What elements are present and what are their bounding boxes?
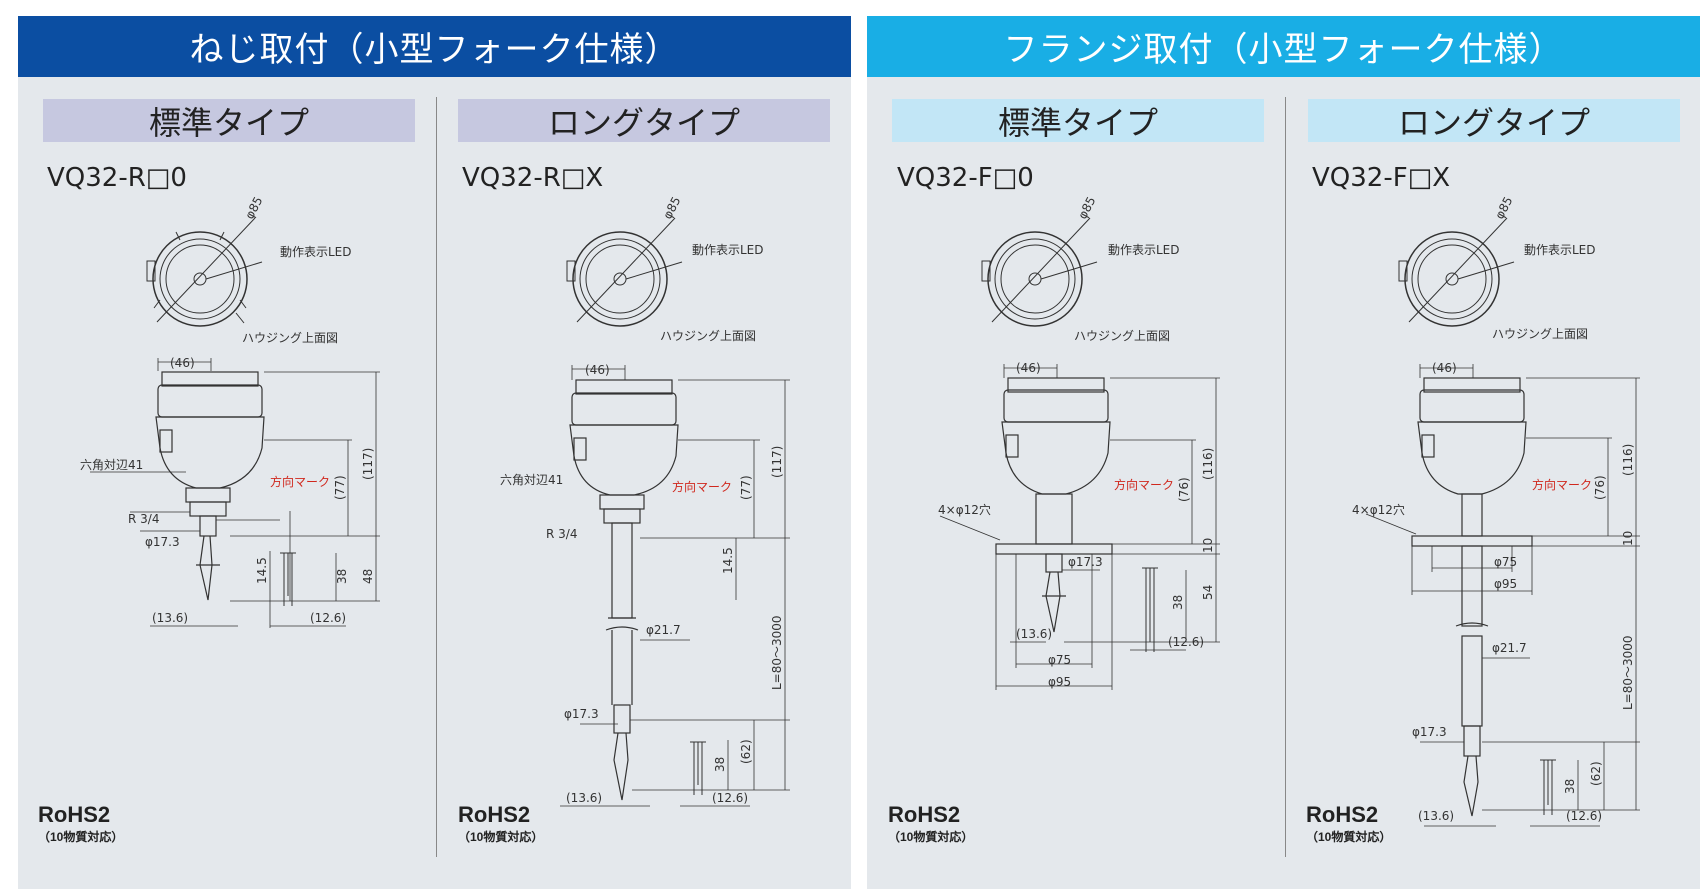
svg-text:ハウジング上面図: ハウジング上面図 [1492, 327, 1588, 341]
svg-text:L=80～3000: L=80～3000 [770, 615, 784, 690]
svg-text:(62): (62) [1589, 761, 1603, 786]
svg-text:(76): (76) [1177, 477, 1191, 502]
column-divider [1285, 97, 1286, 857]
svg-text:38: 38 [713, 757, 727, 772]
svg-text:φ17.3: φ17.3 [145, 535, 180, 549]
column-divider [436, 97, 437, 857]
svg-text:動作表示LED: 動作表示LED [1524, 243, 1596, 257]
svg-text:φ85: φ85 [1492, 194, 1515, 221]
svg-text:(116): (116) [1621, 444, 1635, 476]
model-number: VQ32-F□0 [897, 163, 1034, 193]
section-title-screw: ねじ取付（小型フォーク仕様） [18, 16, 851, 77]
svg-text:(13.6): (13.6) [1016, 627, 1052, 641]
svg-text:48: 48 [361, 569, 375, 584]
svg-text:(13.6): (13.6) [566, 791, 602, 805]
svg-text:方向マーク: 方向マーク [1114, 477, 1174, 492]
svg-text:R 3/4: R 3/4 [546, 527, 577, 541]
svg-text:L=80～3000: L=80～3000 [1621, 635, 1635, 710]
svg-text:(12.6): (12.6) [310, 611, 346, 625]
svg-text:4×φ12穴: 4×φ12穴 [1352, 502, 1405, 517]
svg-text:(12.6): (12.6) [1168, 635, 1204, 649]
rohs-mark: RoHS2（10物質対応） [38, 802, 124, 844]
svg-text:ハウジング上面図: ハウジング上面図 [242, 331, 338, 345]
svg-text:38: 38 [1563, 779, 1577, 794]
variant-title: 標準タイプ [892, 99, 1264, 142]
svg-text:14.5: 14.5 [255, 557, 269, 584]
svg-text:(12.6): (12.6) [712, 791, 748, 805]
rohs-mark: RoHS2（10物質対応） [458, 802, 544, 844]
variant-title: ロングタイプ [1308, 99, 1680, 142]
housing-side-view [155, 371, 265, 601]
svg-text:(117): (117) [770, 446, 784, 478]
svg-text:方向マーク: 方向マーク [1532, 477, 1592, 492]
variant-title: ロングタイプ [458, 99, 830, 142]
svg-text:4×φ12穴: 4×φ12穴 [938, 502, 991, 517]
svg-text:(116): (116) [1201, 448, 1215, 480]
svg-text:(117): (117) [361, 448, 375, 480]
housing-top-view [1398, 217, 1515, 327]
svg-text:(77): (77) [333, 475, 347, 500]
svg-text:方向マーク: 方向マーク [270, 474, 330, 489]
svg-text:六角対辺41: 六角対辺41 [80, 458, 143, 472]
svg-text:φ95: φ95 [1494, 577, 1517, 591]
svg-text:(13.6): (13.6) [1418, 809, 1454, 823]
screw-mount-panel: ねじ取付（小型フォーク仕様） [18, 16, 851, 889]
housing-side-view [995, 377, 1113, 633]
flange-mount-panel: フランジ取付（小型フォーク仕様） [867, 16, 1700, 889]
svg-text:(13.6): (13.6) [152, 611, 188, 625]
svg-text:φ17.3: φ17.3 [1412, 725, 1447, 739]
svg-text:(12.6): (12.6) [1566, 809, 1602, 823]
model-number: VQ32-R□X [462, 163, 604, 193]
housing-side-view [569, 379, 679, 801]
model-number: VQ32-F□X [1312, 163, 1451, 193]
svg-text:φ75: φ75 [1048, 653, 1071, 667]
variant-title: 標準タイプ [43, 99, 415, 142]
rohs-mark: RoHS2（10物質対応） [1306, 802, 1392, 844]
svg-text:38: 38 [335, 569, 349, 584]
svg-text:(46): (46) [585, 363, 610, 377]
svg-text:ハウジング上面図: ハウジング上面図 [660, 329, 756, 343]
svg-text:ハウジング上面図: ハウジング上面図 [1074, 329, 1170, 343]
svg-text:14.5: 14.5 [721, 547, 735, 574]
svg-text:φ17.3: φ17.3 [564, 707, 599, 721]
svg-text:(46): (46) [170, 356, 195, 370]
svg-text:(62): (62) [739, 739, 753, 764]
svg-text:38: 38 [1171, 595, 1185, 610]
section-title-flange: フランジ取付（小型フォーク仕様） [867, 16, 1700, 77]
svg-text:10: 10 [1621, 531, 1635, 546]
svg-text:(77): (77) [739, 475, 753, 500]
housing-side-view [1411, 377, 1533, 817]
housing-top-view [981, 217, 1098, 327]
svg-text:(76): (76) [1593, 475, 1607, 500]
svg-text:六角対辺41: 六角対辺41 [500, 473, 563, 487]
svg-text:動作表示LED: 動作表示LED [1108, 243, 1180, 257]
svg-text:φ21.7: φ21.7 [1492, 641, 1527, 655]
rohs-mark: RoHS2（10物質対応） [888, 802, 974, 844]
svg-text:動作表示LED: 動作表示LED [692, 243, 764, 257]
svg-text:R 3/4: R 3/4 [128, 512, 159, 526]
housing-top-view [146, 217, 263, 327]
svg-text:φ75: φ75 [1494, 555, 1517, 569]
svg-text:φ21.7: φ21.7 [646, 623, 681, 637]
housing-top-view [566, 217, 683, 327]
svg-text:動作表示LED: 動作表示LED [280, 245, 352, 259]
svg-text:φ95: φ95 [1048, 675, 1071, 689]
svg-text:(46): (46) [1016, 361, 1041, 375]
svg-text:(46): (46) [1432, 361, 1457, 375]
svg-text:φ17.3: φ17.3 [1068, 555, 1103, 569]
model-number: VQ32-R□0 [47, 163, 187, 193]
svg-text:方向マーク: 方向マーク [672, 479, 732, 494]
svg-text:10: 10 [1201, 538, 1215, 553]
svg-text:54: 54 [1201, 585, 1215, 600]
